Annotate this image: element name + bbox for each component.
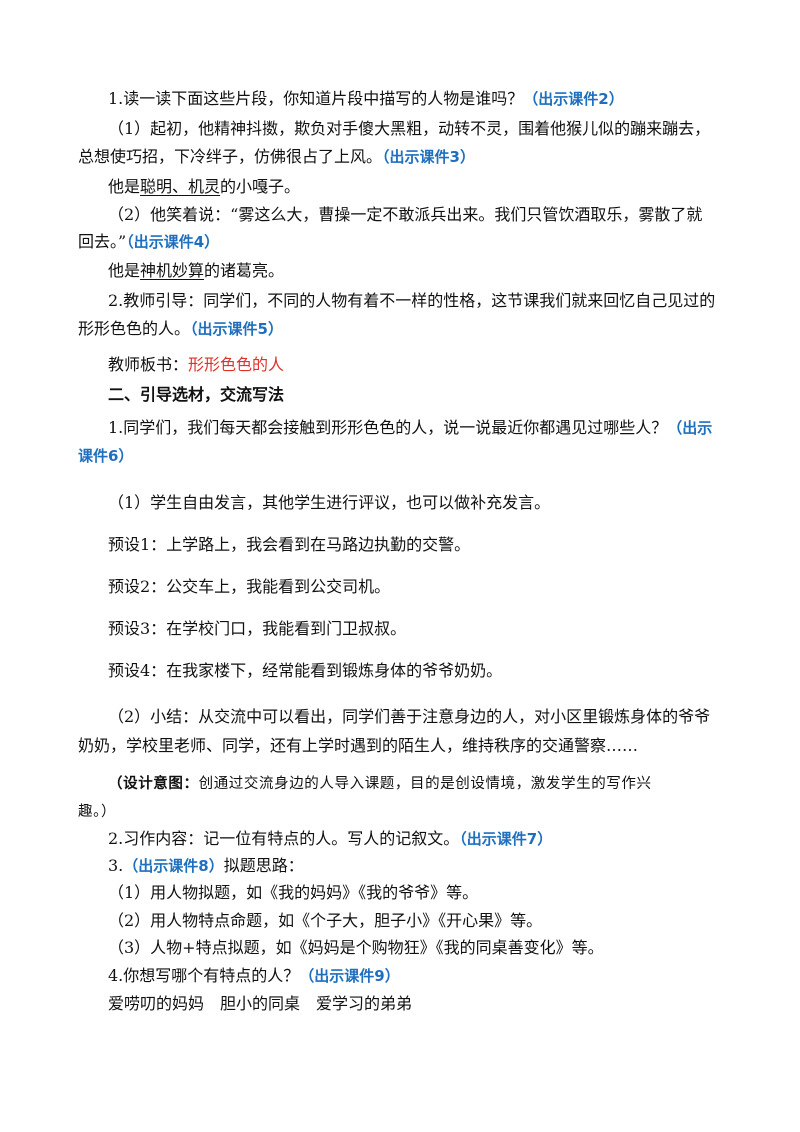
fragment-1-line-2: 总想使巧招，下冷绊子，仿佛很占了上风。（出示课件3） bbox=[78, 146, 475, 168]
answer-prefix: 他是 bbox=[108, 261, 141, 280]
courseware-tag: （出示课件8） bbox=[123, 857, 224, 875]
section-heading: 二、引导选材，交流写法 bbox=[108, 385, 285, 404]
paragraph-7: 4.你想写哪个有特点的人？（出示课件9） bbox=[108, 965, 400, 987]
paragraph-text: 形形色色的人。 bbox=[78, 319, 191, 338]
fragment-1-line-1: （1）起初，他精神抖擞，欺负对手傻大黑粗，动转不灵，围着他猴儿似的蹦来蹦去， bbox=[108, 118, 710, 140]
paragraph-text: 1.读一读下面这些片段，你知道片段中描写的人物是谁吗？ bbox=[108, 89, 524, 108]
answer-2: 他是神机妙算的诸葛亮。 bbox=[108, 260, 284, 282]
title-idea-3: （3）人物+特点拟题，如《妈妈是个购物狂》《我的同桌善变化》等。 bbox=[108, 938, 604, 957]
answer-underlined-trait: 神机妙算 bbox=[140, 261, 205, 280]
design-intent-label: （设计意图： bbox=[108, 776, 199, 792]
fragment-2-line-2: 回去。”（出示课件4） bbox=[78, 231, 219, 253]
board-writing: 教师板书：形形色色的人 bbox=[108, 354, 284, 376]
answer-1: 他是聪明、机灵的小嘎子。 bbox=[108, 176, 300, 198]
courseware-tag: （出示课件5） bbox=[190, 320, 283, 338]
courseware-tag: （出示课件3） bbox=[382, 148, 475, 166]
design-intent-line-1: （设计意图：创通过交流身边的人导入课题，目的是创设情境，激发学生的写作兴 bbox=[108, 773, 652, 795]
answer-prefix: 他是 bbox=[108, 177, 141, 196]
paragraph-6: 3.（出示课件8）拟题思路： bbox=[108, 855, 304, 877]
item-number: 3. bbox=[108, 856, 124, 875]
courseware-tag: （出示课件7） bbox=[459, 830, 553, 848]
preset-2: 预设2：公交车上，我能看到公交司机。 bbox=[108, 577, 391, 596]
preset-1: 预设1：上学路上，我会看到在马路边执勤的交警。 bbox=[108, 535, 471, 554]
paragraph-2-line-1: 2.教师引导：同学们，不同的人物有着不一样的性格，这节课我们就来回忆自己见过的 bbox=[108, 290, 715, 312]
title-idea-2: （2）用人物特点命题，如《个子大，胆子小》《开心果》等。 bbox=[108, 911, 543, 930]
paragraph-text: 4.你想写哪个有特点的人？ bbox=[108, 966, 300, 985]
paragraph-text: 拟题思路： bbox=[223, 856, 304, 875]
design-intent-line-2: 趣。） bbox=[78, 804, 117, 820]
summary-line-2: 奶奶，学校里老师、同学，还有上学时遇到的陌生人，维持秩序的交通警察…… bbox=[78, 736, 639, 755]
paragraph-text: 1.同学们，我们每天都会接触到形形色色的人，说一说最近你都遇见过哪些人？ bbox=[108, 418, 668, 437]
paragraph-5: 2.习作内容：记一位有特点的人。写人的记叙文。（出示课件7） bbox=[108, 828, 552, 850]
board-title: 形形色色的人 bbox=[188, 355, 285, 374]
courseware-tag: （出示课件2） bbox=[523, 90, 624, 108]
answer-underlined-trait: 聪明、机灵 bbox=[140, 177, 221, 196]
courseware-tag: （出示 bbox=[667, 419, 713, 437]
courseware-tag-continued: 课件6） bbox=[78, 447, 134, 465]
paragraph-1: 1.读一读下面这些片段，你知道片段中描写的人物是谁吗？（出示课件2） bbox=[108, 88, 624, 110]
paragraph-4: （1）学生自由发言，其他学生进行评议，也可以做补充发言。 bbox=[108, 493, 551, 512]
fragment-2-line-1: （2）他笑着说：“雾这么大，曹操一定不敢派兵出来。我们只管饮酒取乐，雾散了就 bbox=[108, 204, 702, 226]
paragraph-3-line-1: 1.同学们，我们每天都会接触到形形色色的人，说一说最近你都遇见过哪些人？（出示 bbox=[108, 417, 712, 439]
title-idea-1: （1）用人物拟题，如《我的妈妈》《我的爷爷》等。 bbox=[108, 883, 479, 902]
preset-3: 预设3：在学校门口，我能看到门卫叔叔。 bbox=[108, 619, 407, 638]
example-characters: 爱唠叨的妈妈 胆小的同桌 爱学习的弟弟 bbox=[108, 994, 413, 1013]
paragraph-text: 回去。” bbox=[78, 232, 127, 251]
board-label: 教师板书： bbox=[108, 355, 189, 374]
paragraph-text: （1）起初，他精神抖擞，欺负对手傻大黑粗，动转不灵，围着他猴儿似的蹦来蹦去， bbox=[108, 119, 711, 138]
design-intent-text: 创通过交流身边的人导入课题，目的是创设情境，激发学生的写作兴 bbox=[198, 776, 652, 792]
courseware-tag: （出示课件4） bbox=[126, 233, 220, 251]
paragraph-text: （2）他笑着说：“雾这么大，曹操一定不敢派兵出来。我们只管饮酒取乐，雾散了就 bbox=[108, 205, 703, 224]
paragraph-text: 2.习作内容：记一位有特点的人。写人的记叙文。 bbox=[108, 829, 460, 848]
paragraph-2-line-2: 形形色色的人。（出示课件5） bbox=[78, 318, 283, 340]
summary-line-1: （2）小结：从交流中可以看出，同学们善于注意身边的人，对小区里锻炼身体的爷爷 bbox=[108, 707, 711, 726]
answer-suffix: 的小嘎子。 bbox=[220, 177, 301, 196]
paragraph-text: 总想使巧招，下冷绊子，仿佛很占了上风。 bbox=[78, 147, 383, 166]
preset-4: 预设4：在我家楼下，经常能看到锻炼身体的爷爷奶奶。 bbox=[108, 661, 503, 680]
answer-suffix: 的诸葛亮。 bbox=[204, 261, 285, 280]
courseware-tag: （出示课件9） bbox=[299, 967, 400, 985]
paragraph-text: 2.教师引导：同学们，不同的人物有着不一样的性格，这节课我们就来回忆自己见过的 bbox=[108, 291, 716, 310]
